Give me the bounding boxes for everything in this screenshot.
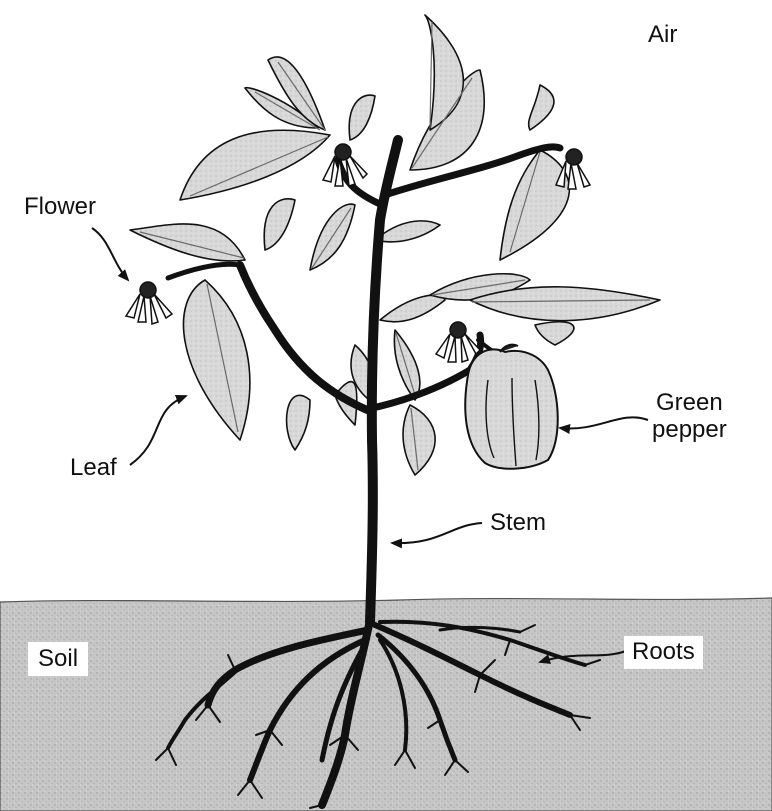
leaf-top-center [349, 95, 375, 140]
green-pepper-fruit [465, 345, 558, 469]
stem-callout-arrow [392, 523, 482, 543]
leaf-label: Leaf [70, 455, 117, 482]
green-pepper-label-line-1: Green [652, 390, 727, 417]
flower-label: Flower [24, 194, 96, 221]
green-pepper-label-line-2: pepper [652, 417, 727, 444]
leaf-right-hanging [500, 150, 569, 260]
stem-label: Stem [490, 510, 546, 537]
green-pepper-callout-arrow [560, 417, 648, 428]
flower-left [126, 282, 172, 324]
flower-callout-arrow [92, 228, 128, 280]
leaf-right-hanging-low [535, 322, 574, 345]
leaf-under-pepper [403, 405, 435, 475]
main-stem [370, 140, 398, 622]
leaf-mid-left-1 [130, 224, 245, 261]
leaf-right-upper [529, 85, 554, 130]
leaf-group [130, 15, 660, 475]
branch-to-flower-left [168, 264, 240, 278]
leaf-left-large [183, 280, 249, 440]
soil-label: Soil [28, 642, 88, 676]
green-pepper-label: Green pepper [652, 390, 727, 444]
leaf-mid-left-2 [264, 199, 295, 250]
leaf-right-low-1 [380, 295, 445, 322]
roots-label: Roots [624, 636, 703, 669]
air-label: Air [648, 22, 677, 49]
flower-pepper [436, 322, 480, 362]
leaf-upper-mid-left [180, 130, 330, 200]
leaf-callout-arrow [130, 396, 186, 465]
leaf-under-left-1 [287, 395, 310, 450]
leaf-right-mid-2 [470, 287, 660, 321]
leaf-mid-center [375, 221, 440, 242]
